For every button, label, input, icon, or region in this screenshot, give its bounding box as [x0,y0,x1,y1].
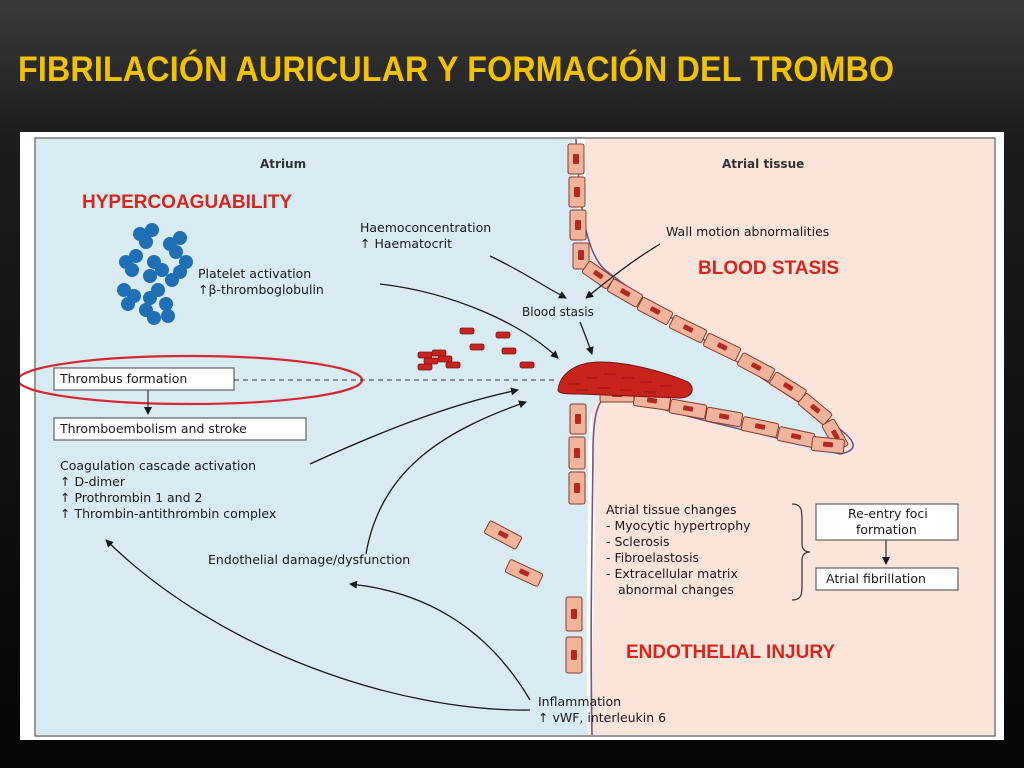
atrium-region [36,139,847,735]
inflammation-to-coagulation-arrow [105,539,531,711]
inflammation-label: Inflammation [538,694,621,709]
endothelial-damage-arrow [365,400,527,555]
thrombus-formation-label: Thrombus formation [59,371,187,386]
endothelial-damage-label: Endothelial damage/dysfunction [208,552,410,567]
haemoconcentration-label: Haemoconcentration [360,220,491,235]
inflammation-sub-label: ↑ vWF, interleukin 6 [538,710,666,725]
platelet-activation-arrow [379,283,559,359]
atrial-fibrillation-box [815,567,959,591]
tissue-change-4b: abnormal changes [618,582,734,597]
reentry-box [815,503,959,541]
tissue-changes-title: Atrial tissue changes [606,502,736,517]
inflammation-to-endothelial-arrow [349,580,531,701]
blood-stasis-arrow [579,321,594,355]
blood-stasis-heading: BLOOD STASIS [698,258,839,279]
wall-motion-arrow [585,243,661,299]
thrombus-diagram: Atrium Atrial tissue HYPERCOAGUABILITY B… [20,137,996,737]
thromboembolism-box [53,417,307,441]
tissue-change-4: - Extracellular matrix [606,566,738,581]
reentry-label-1: Re-entry foci [848,506,928,521]
detached-cell-nuclei [497,530,577,660]
thromboembolism-label: Thromboembolism and stroke [59,421,247,436]
coag-title-label: Coagulation cascade activation [60,458,256,473]
tissue-change-2: - Sclerosis [606,534,669,549]
haematocrit-label: ↑ Haematocrit [360,236,452,251]
hypercoaguability-heading: HYPERCOAGUABILITY [82,192,292,213]
beta-thromboglobulin-label: ↑β-thromboglobulin [198,282,324,297]
platelet-activation-label: Platelet activation [198,266,311,281]
causal-arrows [105,243,661,711]
tissue-change-1: - Myocytic hypertrophy [606,518,751,533]
atrial-fibrillation-label: Atrial fibrillation [826,571,926,586]
platelet-cluster [117,223,193,325]
haemoconcentration-arrow [489,255,567,299]
reentry-label-2: formation [856,522,917,537]
diagram-figure: Atrium Atrial tissue HYPERCOAGUABILITY B… [20,132,1004,740]
slide-title: FIBRILACIÓN AURICULAR Y FORMACIÓN DEL TR… [18,50,895,89]
coag-thrombin-label: ↑ Thrombin-antithrombin complex [60,506,276,521]
coag-d-dimer-label: ↑ D-dimer [60,474,126,489]
thrombus-texture [568,373,672,393]
wall-motion-label: Wall motion abnormalities [666,224,829,239]
thrombus-formation-box [53,367,235,391]
coagulation-arrow [309,387,519,465]
atrial-tissue-label: Atrial tissue [722,157,804,171]
tissue-changes-brace [791,503,811,601]
endothelial-injury-heading: ENDOTHELIAL INJURY [626,642,835,663]
red-blood-cells [417,327,535,371]
thrombus-mass [557,361,693,399]
cell-nuclei-upper [573,154,840,440]
atrium-label: Atrium [260,157,306,171]
coag-prothrombin-label: ↑ Prothrombin 1 and 2 [60,490,202,505]
tissue-change-3: - Fibroelastosis [606,550,699,565]
blood-stasis-label: Blood stasis [522,305,594,319]
